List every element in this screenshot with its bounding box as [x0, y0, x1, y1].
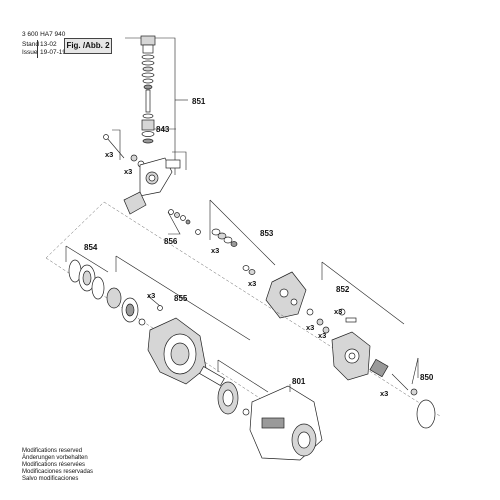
assembly-guide-lines	[45, 201, 441, 419]
issue-value: 19-07-19	[40, 49, 67, 56]
group-853-parts	[209, 199, 324, 326]
upper-valve-stack	[125, 35, 188, 175]
callout-850: 850	[420, 373, 434, 382]
callout-856: 856	[164, 237, 178, 246]
qty-x3-853-top: x3	[211, 246, 219, 255]
qty-x3-855: x3	[147, 291, 155, 300]
footer-note-5: Salvo modificaciones	[22, 476, 79, 482]
issue-label: Issue	[22, 49, 38, 56]
stand-value: 13-02	[40, 41, 57, 48]
callout-843: 843	[156, 125, 170, 134]
qty-x3-853-right: x3	[306, 323, 314, 332]
valve-body	[123, 151, 187, 215]
pump-housing	[147, 317, 225, 386]
group-850-ring	[410, 357, 436, 429]
upper-screws	[103, 129, 145, 168]
group-852-parts	[321, 261, 409, 391]
qty-x3-852-bottom: x3	[380, 389, 388, 398]
qty-x3-upper: x3	[124, 167, 132, 176]
callout-853: 853	[260, 229, 274, 238]
callout-854: 854	[84, 243, 98, 252]
footer-note-1: Modifications reserved	[22, 448, 83, 454]
header-divider	[37, 40, 38, 58]
part-number: 3 600 HA7 940	[22, 31, 66, 38]
figure-label: Fig. /Abb. 2	[64, 38, 112, 54]
footer-note-2: Änderungen vorbehalten	[22, 455, 88, 461]
group-854-washers	[65, 245, 109, 300]
gear-and-motor	[217, 359, 323, 461]
qty-x3-upper-left: x3	[105, 150, 113, 159]
footer-note-4: Modificaciones reservadas	[22, 469, 94, 475]
qty-x3-852-left: x3	[318, 331, 326, 340]
footer-note-3: Modifications réservées	[22, 462, 86, 468]
qty-x3-852-top: x3	[334, 307, 342, 316]
stand-label: Stand	[22, 41, 39, 48]
qty-x3-853-bottom: x3	[248, 279, 256, 288]
callout-855: 855	[174, 294, 188, 303]
group-855-parts	[106, 255, 251, 341]
callout-851: 851	[192, 97, 206, 106]
callout-852: 852	[336, 285, 350, 294]
group-856-parts	[167, 209, 201, 235]
callout-801: 801	[292, 377, 306, 386]
